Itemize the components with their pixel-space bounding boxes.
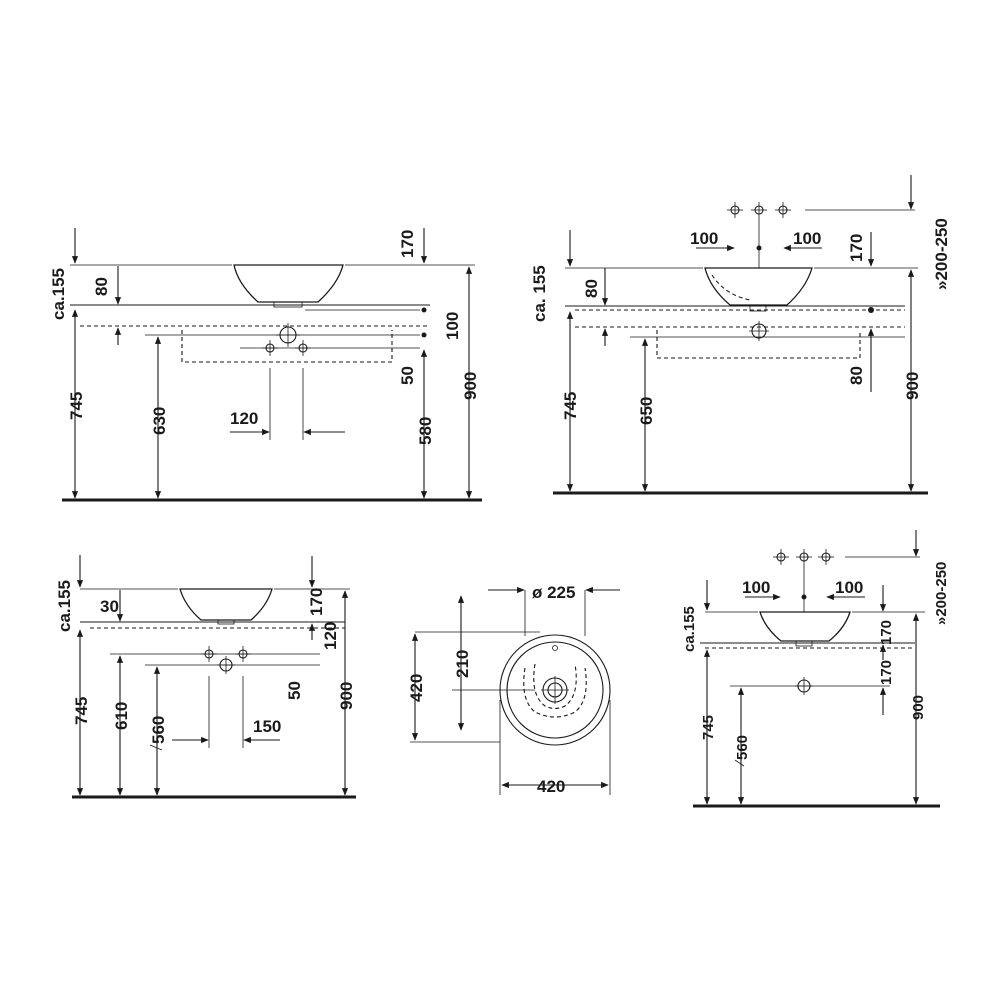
tap-hole-left: [773, 549, 789, 565]
view-4-plan-view: ø 225 210 420 420: [407, 583, 620, 796]
dim-ca155: ca.155: [55, 580, 74, 632]
dim-210: 210: [453, 650, 472, 678]
dim-610: 610: [112, 702, 131, 730]
dim-745: 745: [700, 715, 717, 740]
dim-120: 120: [321, 622, 340, 650]
tap-hole-center: [751, 202, 767, 218]
dim-150: 150: [253, 717, 281, 736]
dim-80: 80: [582, 279, 601, 298]
drain-connection-symbol: [217, 656, 235, 674]
dim-170-lower: 170: [878, 660, 895, 685]
water-connection-right: [295, 340, 311, 356]
view-1-side-elevation: ca.155 80 170 100 50 745 630 120 580 900: [49, 228, 482, 502]
dim-ca155: ca.155: [49, 268, 68, 320]
dim-50: 50: [398, 366, 417, 385]
dim-100: 100: [443, 312, 462, 340]
dim-580: 580: [416, 417, 435, 445]
drain-connection-symbol: [276, 323, 300, 347]
dim-560: 560: [734, 735, 751, 760]
drain-connection-symbol: [795, 677, 813, 695]
dim-900: 900: [903, 372, 922, 400]
basin-bowl: [233, 264, 344, 303]
dim-50: 50: [285, 681, 304, 700]
dim-170: 170: [847, 234, 866, 262]
dim-170: 170: [398, 230, 417, 258]
tap-hole-left: [727, 202, 743, 218]
dim-745: 745: [561, 392, 580, 420]
dim-745: 745: [72, 697, 91, 725]
dim-650: 650: [637, 397, 656, 425]
water-connection-right: [235, 646, 251, 662]
dim-900: 900: [910, 695, 927, 720]
cabinet-outline: [656, 330, 861, 359]
tap-hole: [552, 645, 558, 651]
dim-120: 120: [230, 409, 258, 428]
dim-80: 80: [92, 277, 111, 296]
drain-connection-symbol: [749, 321, 769, 341]
dim-80-lower: 80: [847, 366, 866, 385]
tap-hole-right: [775, 202, 791, 218]
dim-ca155: ca.155: [681, 606, 698, 652]
dim-170-upper: 170: [878, 620, 895, 645]
view-3-side-elevation: ca.155 30 170 120 50 745 610 560 150 900: [55, 555, 356, 799]
basin-waste: [749, 304, 767, 312]
dim-420-vertical: 420: [407, 674, 426, 702]
dim-900: 900: [337, 682, 356, 710]
dim-560: 560: [149, 716, 168, 744]
basin-bowl: [179, 588, 273, 621]
dim-900: 900: [461, 372, 480, 400]
dim-200-250: »200-250: [933, 562, 950, 625]
dim-ca155: ca. 155: [530, 265, 549, 322]
dim-200-250: »200-250: [932, 218, 951, 290]
basin-bowl: [759, 611, 851, 642]
basin-bowl: [704, 267, 813, 306]
dim-diameter-225: ø 225: [532, 583, 575, 602]
dim-420-horizontal: 420: [537, 777, 565, 796]
dim-170: 170: [307, 588, 326, 616]
dim-30: 30: [100, 597, 119, 616]
dim-745: 745: [67, 392, 86, 420]
tap-hole-center: [796, 549, 812, 565]
water-connection-left: [201, 646, 217, 662]
view-5-side-elevation: 100 100 »200-250 ca.155 170 170 745 560 …: [681, 530, 950, 808]
overflow-channel: [523, 667, 587, 718]
dim-100-right: 100: [793, 229, 821, 248]
dim-100-left: 100: [690, 229, 718, 248]
tap-hole-right: [818, 549, 834, 565]
water-connection-left: [262, 340, 278, 356]
view-2-side-elevation: 100 100 170 »200-250 ca. 155 80 745 650 …: [530, 175, 951, 495]
dim-100-left: 100: [742, 578, 770, 597]
cabinet-outline: [181, 330, 393, 363]
dim-100-right: 100: [835, 578, 863, 597]
dim-630: 630: [150, 407, 169, 435]
